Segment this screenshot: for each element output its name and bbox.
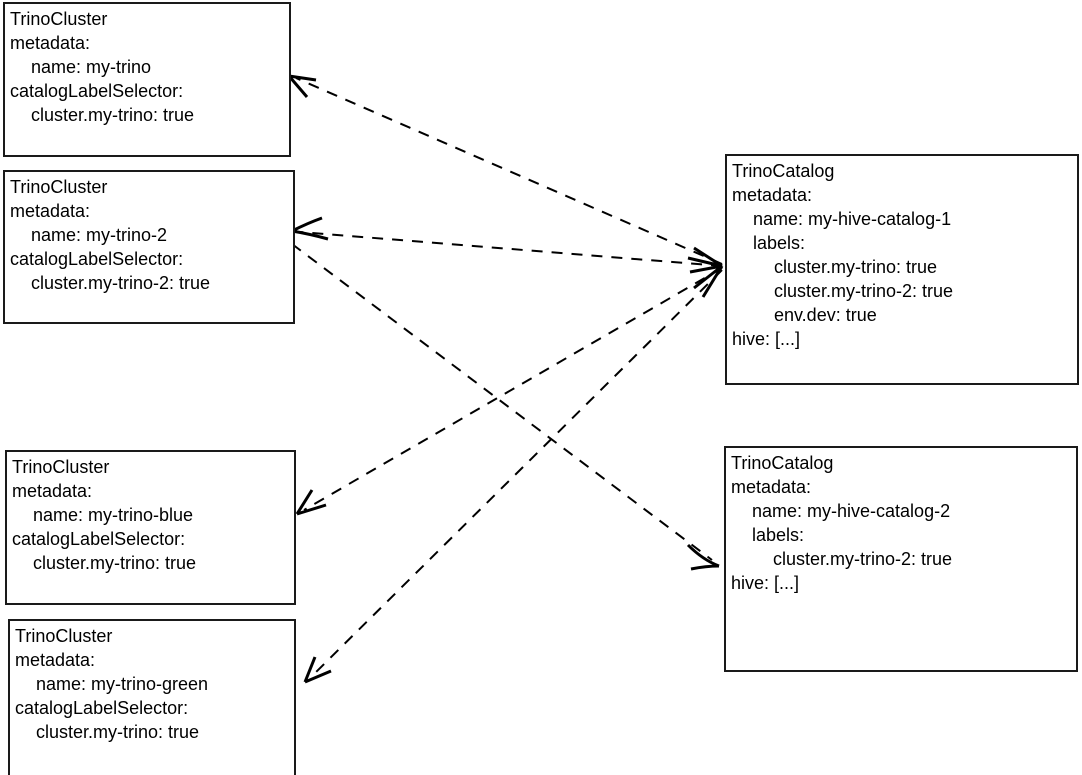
node-catalog-my-hive-catalog-1[interactable]: TrinoCatalog metadata: name: my-hive-cat… <box>725 154 1079 385</box>
node-line: env.dev: true <box>774 305 877 325</box>
node-line: catalogLabelSelector: <box>10 81 184 101</box>
node-line: TrinoCatalog <box>732 161 835 181</box>
node-line: labels: <box>752 525 805 545</box>
node-line: name: my-trino-2 <box>31 225 168 245</box>
edge-line <box>299 231 723 267</box>
node-line: hive: [...] <box>732 329 801 349</box>
node-cluster-my-trino[interactable]: TrinoCluster metadata: name: my-trino ca… <box>3 2 291 157</box>
edge-line <box>291 243 713 561</box>
node-line: cluster.my-trino-2: true <box>774 281 954 301</box>
node-line: metadata: <box>732 185 813 205</box>
node-cluster-my-trino-2[interactable]: TrinoCluster metadata: name: my-trino-2 … <box>3 170 295 324</box>
node-line: catalogLabelSelector: <box>15 698 189 718</box>
node-line: metadata: <box>10 33 91 53</box>
node-line: metadata: <box>10 201 91 221</box>
arrowhead-icon <box>687 246 724 298</box>
edge-catalog1-to-cluster-my-trino <box>287 74 723 265</box>
node-line: name: my-hive-catalog-2 <box>752 501 951 521</box>
edge-catalog1-to-cluster-my-trino-green <box>303 269 723 684</box>
node-line: metadata: <box>12 481 93 501</box>
node-catalog-my-hive-catalog-2[interactable]: TrinoCatalog metadata: name: my-hive-cat… <box>724 446 1078 672</box>
node-line: metadata: <box>15 650 96 670</box>
arrowhead-icon <box>287 74 317 98</box>
node-line: name: my-trino <box>31 57 152 77</box>
node-line: cluster.my-trino: true <box>31 105 195 125</box>
node-line: hive: [...] <box>731 573 800 593</box>
edge-line <box>295 77 723 265</box>
node-body: TrinoCluster metadata: name: my-trino-2 … <box>10 175 291 295</box>
node-body: TrinoCluster metadata: name: my-trino-gr… <box>15 624 292 744</box>
arrowhead-icon <box>295 489 327 516</box>
node-line: metadata: <box>731 477 812 497</box>
node-line: cluster.my-trino: true <box>36 722 200 742</box>
node-line: name: my-hive-catalog-1 <box>753 209 952 229</box>
node-line: cluster.my-trino-2: true <box>773 549 953 569</box>
edge-line <box>311 269 723 677</box>
node-line: labels: <box>753 233 806 253</box>
node-line: cluster.my-trino: true <box>33 553 197 573</box>
edge-catalog1-to-cluster-my-trino-2 <box>291 216 723 267</box>
node-body: TrinoCluster metadata: name: my-trino-bl… <box>12 455 292 575</box>
node-body: TrinoCluster metadata: name: my-trino ca… <box>10 7 287 127</box>
edge-cluster-my-trino-2-to-catalog2 <box>291 243 720 571</box>
node-line: TrinoCluster <box>10 9 108 29</box>
arrowhead-icon <box>291 216 329 241</box>
edge-catalog1-to-cluster-my-trino-blue <box>295 267 723 516</box>
node-body: TrinoCatalog metadata: name: my-hive-cat… <box>732 159 1075 351</box>
node-line: TrinoCluster <box>12 457 110 477</box>
node-cluster-my-trino-green[interactable]: TrinoCluster metadata: name: my-trino-gr… <box>8 619 296 775</box>
arrowhead-icon <box>686 543 720 571</box>
node-line: name: my-trino-blue <box>33 505 194 525</box>
arrowhead-icon <box>303 656 332 684</box>
node-line: TrinoCatalog <box>731 453 834 473</box>
node-line: name: my-trino-green <box>36 674 209 694</box>
node-cluster-my-trino-blue[interactable]: TrinoCluster metadata: name: my-trino-bl… <box>5 450 296 605</box>
node-line: TrinoCluster <box>10 177 108 197</box>
edge-line <box>303 267 723 511</box>
node-line: catalogLabelSelector: <box>12 529 186 549</box>
node-line: catalogLabelSelector: <box>10 249 184 269</box>
node-line: cluster.my-trino-2: true <box>31 273 211 293</box>
node-line: TrinoCluster <box>15 626 113 646</box>
node-line: cluster.my-trino: true <box>774 257 938 277</box>
node-body: TrinoCatalog metadata: name: my-hive-cat… <box>731 451 1074 595</box>
arrow-convergence-cluster <box>687 246 724 298</box>
